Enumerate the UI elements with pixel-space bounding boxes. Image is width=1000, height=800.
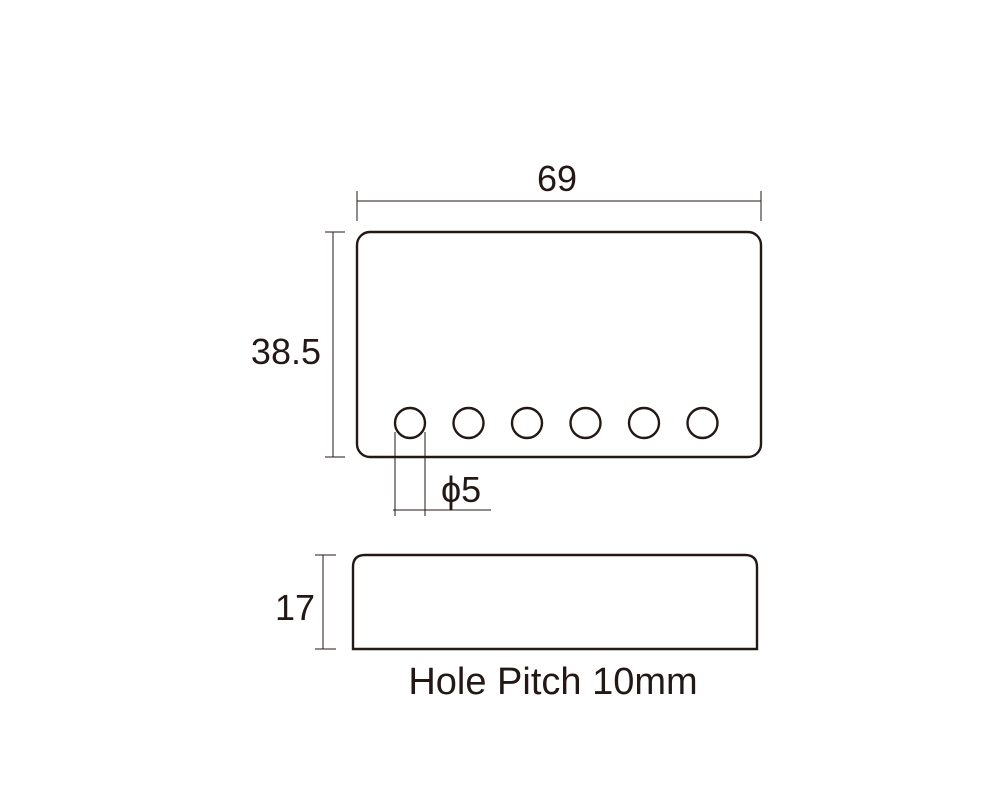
pole-hole xyxy=(393,406,427,440)
side-height-dimension: 17 xyxy=(275,554,336,650)
pole-holes xyxy=(393,406,719,440)
cover-top-view xyxy=(355,230,763,459)
hole-pitch-caption: Hole Pitch 10mm xyxy=(408,661,697,703)
side-height-dimension-label: 17 xyxy=(275,587,315,628)
hole-diameter-dimension: ϕ5 xyxy=(393,432,491,516)
pole-hole xyxy=(569,406,602,440)
hole-diameter-label: ϕ5 xyxy=(441,469,481,510)
pole-hole xyxy=(627,406,661,440)
width-dimension-label: 69 xyxy=(537,158,577,199)
width-dimension: 69 xyxy=(356,158,762,221)
pole-hole xyxy=(686,406,719,440)
cover-side-view xyxy=(351,553,759,651)
height-dimension-label: 38.5 xyxy=(251,331,321,372)
pole-hole xyxy=(510,406,544,440)
pole-hole xyxy=(452,406,485,440)
height-dimension: 38.5 xyxy=(251,231,345,458)
